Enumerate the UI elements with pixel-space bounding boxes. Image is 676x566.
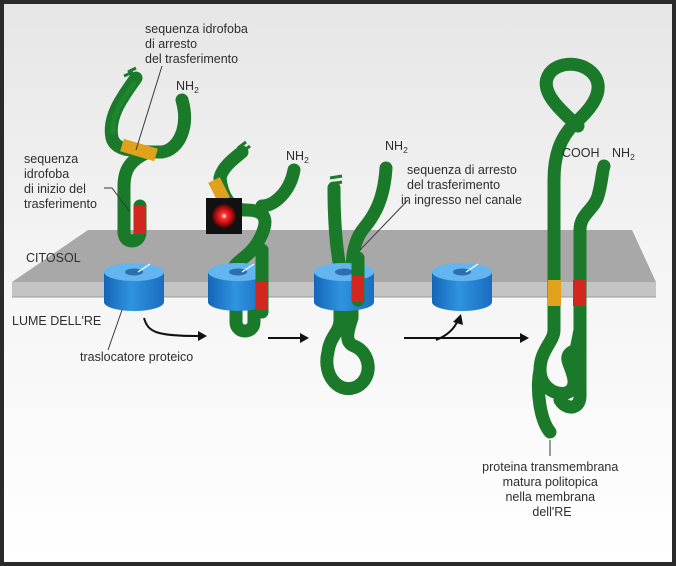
translocator-2: [208, 263, 268, 311]
translocator-label: traslocatore proteico: [80, 350, 193, 364]
stage-2-red-segment: [256, 282, 268, 310]
mature-protein-label: proteina transmembrana matura politopica…: [482, 460, 622, 519]
translocator-1: [104, 263, 164, 311]
record-dot-icon: [206, 198, 242, 234]
mature-polytopic-protein: [531, 57, 611, 439]
start-transfer-leader: [104, 187, 131, 213]
stop-transfer-label: sequenza idrofoba di arresto del trasfer…: [145, 22, 251, 66]
stop-transfer-leader: [135, 65, 163, 151]
translocator-4: [432, 263, 492, 311]
nh2-label-stage-5: NH2: [612, 146, 635, 162]
right-arrow-icon: [404, 333, 529, 343]
stop-transfer-entering-label: sequenza di arresto del trasferimento in…: [401, 163, 522, 207]
stop-entering-leader: [359, 199, 409, 251]
start-transfer-label: sequenza idrofoba di inizio del trasferi…: [24, 152, 97, 211]
nh2-label-stage-1: NH2: [176, 79, 199, 95]
translocator-leader: [107, 309, 123, 351]
er-lumen-label: LUME DELL'RE: [12, 314, 101, 328]
curved-up-arrow-icon: [435, 314, 463, 341]
stage-3-red-segment: [352, 276, 364, 302]
nh2-label-stage-3: NH2: [385, 139, 408, 155]
cooh-label: COOH: [562, 146, 600, 160]
right-arrow-icon: [268, 333, 309, 343]
nh2-label-stage-2: NH2: [286, 149, 309, 165]
right-arrow-icon: [143, 317, 207, 341]
translocator-3: [314, 263, 374, 311]
stage-1-protein: [104, 66, 192, 248]
cytosol-label: CITOSOL: [26, 251, 81, 265]
